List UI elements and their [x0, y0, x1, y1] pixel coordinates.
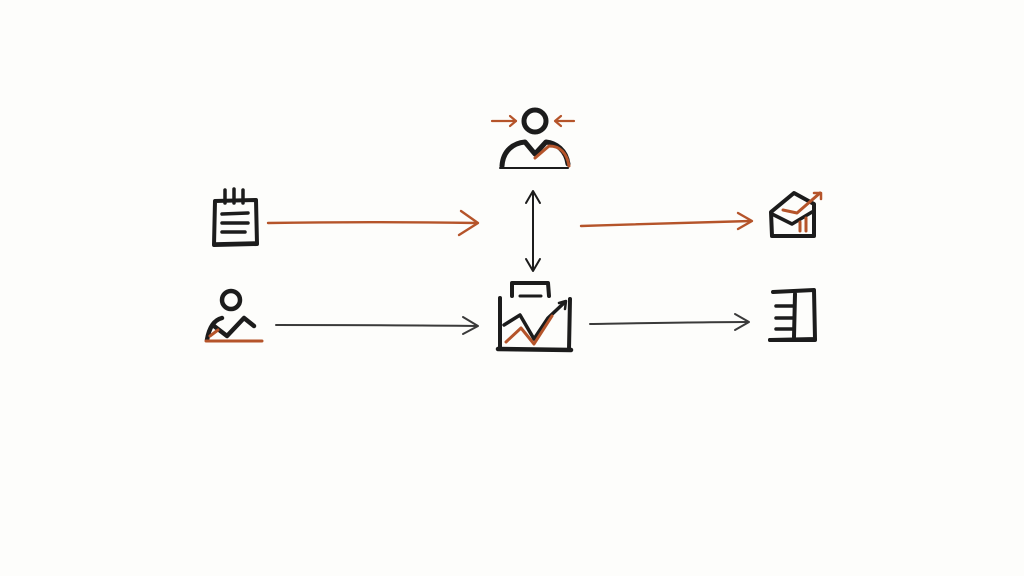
arrow-person-to-dashboard: [275, 316, 479, 335]
person-checkmark-icon: [204, 288, 264, 343]
document-sections-icon: [768, 288, 817, 342]
arrow-notepad-to-person: [266, 209, 480, 237]
notepad-icon: [212, 187, 259, 247]
person-focus-icon: [490, 107, 576, 169]
chart-folder-icon: [495, 281, 574, 353]
arrow-person-to-report: [579, 211, 754, 231]
arrow-dashboard-to-document: [589, 313, 750, 331]
arrow-bidirectional-vertical: [525, 190, 541, 272]
envelope-chart-icon: [769, 191, 823, 238]
